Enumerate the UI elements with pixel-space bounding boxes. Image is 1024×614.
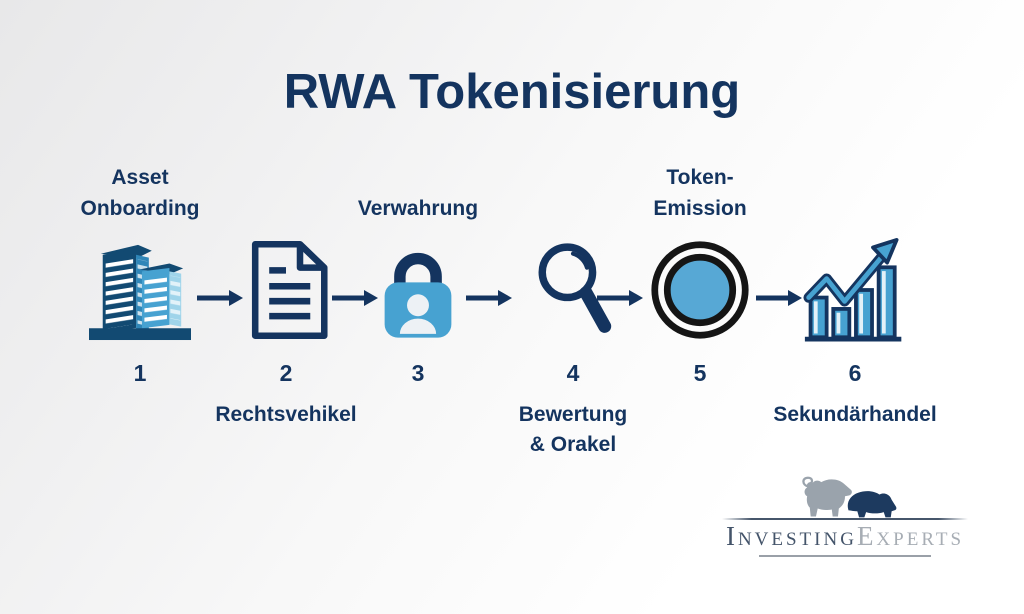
step-1-label: Asset Onboarding <box>80 166 200 220</box>
step-1-number: 1 <box>133 360 147 386</box>
arrow-right-icon <box>332 290 378 306</box>
step-asset-onboarding: Asset Onboarding <box>60 148 220 390</box>
coin-icon <box>649 228 751 352</box>
step-2-label: Rechtsvehikel <box>215 403 357 426</box>
logo-brand-primary: Investing <box>725 521 857 551</box>
arrow-right-icon <box>756 290 802 306</box>
arrow-right-icon <box>197 290 243 306</box>
buildings-icon <box>89 228 191 352</box>
arrow-right-icon <box>466 290 512 306</box>
step-5-number: 5 <box>693 360 707 386</box>
step-token-emission: Token-Emission 5 <box>620 148 780 390</box>
page-title: RWA Tokenisierung <box>283 65 741 119</box>
bull-bear-icon <box>722 476 968 520</box>
step-6-number: 6 <box>848 360 862 386</box>
step-bewertung-orakel: 4 Bewertung & Orakel <box>493 148 653 461</box>
magnifier-icon <box>532 228 614 352</box>
document-icon <box>244 228 328 352</box>
step-5-label: Token-Emission <box>653 166 747 220</box>
step-rechtsvehikel: 2 Rechtsvehikel <box>206 148 366 430</box>
bar-chart-arrow-icon <box>803 228 907 352</box>
logo-divider-top <box>722 518 968 520</box>
step-6-label: Sekundärhandel <box>773 403 937 426</box>
step-4-number: 4 <box>566 360 580 386</box>
logo-wordmark: InvestingExperts <box>722 521 968 552</box>
logo-divider-bottom <box>759 554 931 557</box>
step-4-label: Bewertung & Orakel <box>518 403 628 457</box>
step-verwahrung: Verwahrung 3 <box>338 148 498 390</box>
step-3-label: Verwahrung <box>357 196 479 220</box>
step-sekundaerhandel: 6 Sekundärhandel <box>773 148 937 430</box>
step-3-number: 3 <box>411 360 425 386</box>
step-2-number: 2 <box>279 360 293 386</box>
arrow-right-icon <box>597 290 643 306</box>
logo-brand-secondary: Experts <box>856 521 965 551</box>
lock-user-icon <box>377 228 459 352</box>
investing-experts-logo: InvestingExperts <box>722 476 968 557</box>
